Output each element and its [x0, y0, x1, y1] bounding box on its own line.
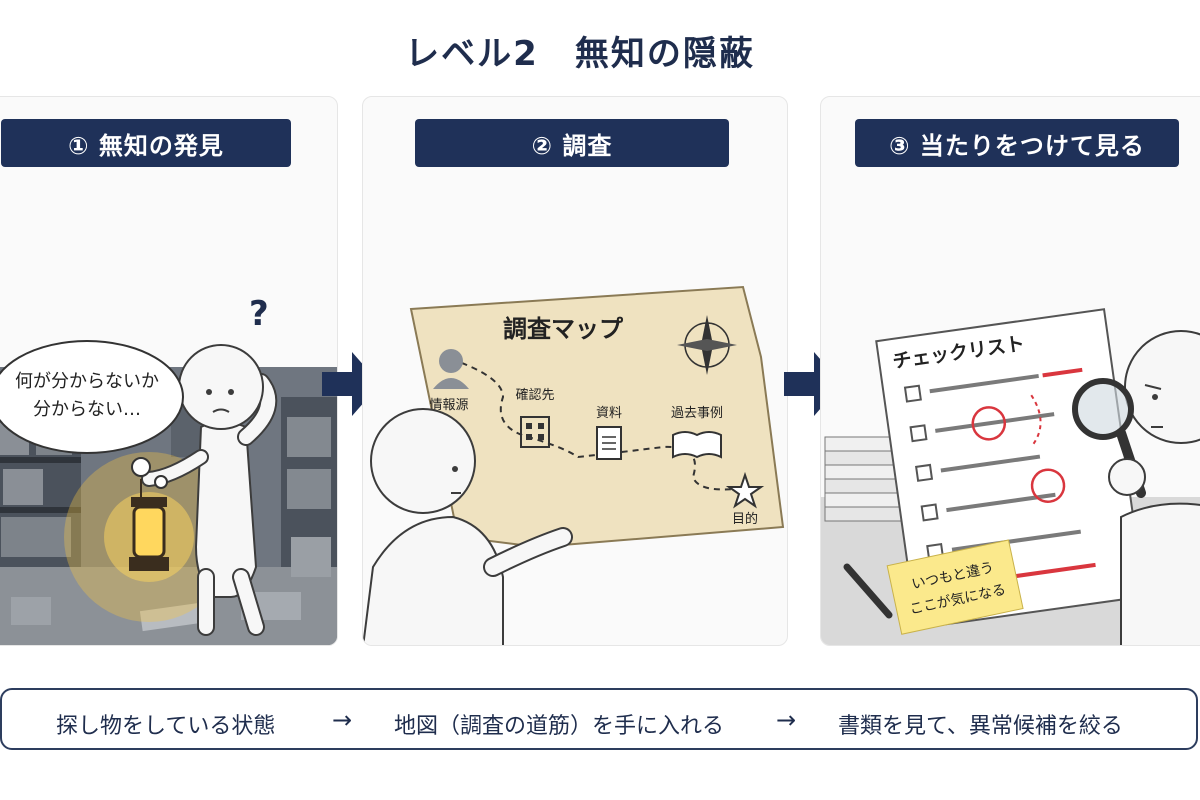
summary-item-searching: 探し物をしている状態 — [56, 714, 276, 739]
lantern-icon — [129, 479, 169, 571]
map-node-documents: 資料 — [596, 406, 622, 460]
summary-arrow-2: → — [776, 706, 797, 734]
investigation-map: 調査マップ 情報源 — [409, 285, 785, 549]
step-panel-targeting: チェックリスト いつもと違う ここが気 — [820, 96, 1200, 646]
sticky-note: いつもと違う ここが気になる — [886, 539, 1024, 635]
map-node-goal-label: 目的 — [732, 511, 758, 527]
pen-icon — [843, 563, 893, 619]
step-label-discovery: ① 無知の発見 — [1, 119, 291, 167]
map-node-past-cases-label: 過去事例 — [671, 406, 723, 421]
page-title: レベル2 無知の隠蔽 — [405, 34, 755, 74]
map-node-source: 情報源 — [429, 349, 469, 413]
step-panel-investigation: 調査マップ 情報源 — [362, 96, 788, 646]
map-node-confirm-label: 確認先 — [515, 387, 554, 403]
summary-item-map: 地図（調査の道筋）を手に入れる — [394, 714, 725, 739]
step-label-targeting: ③ 当たりをつけて見る — [855, 119, 1179, 167]
summary-bar: 探し物をしている状態 → 地図（調査の道筋）を手に入れる → 書類を見て、異常候… — [0, 688, 1198, 750]
magnifying-glass-icon — [1072, 378, 1146, 498]
thought-text-line2: 分からない… — [33, 399, 141, 420]
map-node-documents-label: 資料 — [596, 406, 622, 421]
targeting-illustration: チェックリスト いつもと違う ここが気 — [821, 308, 1200, 645]
map-title: 調査マップ — [503, 315, 624, 343]
checklist-document: チェックリスト — [875, 308, 1146, 630]
investigation-illustration: 調査マップ 情報源 — [363, 285, 785, 645]
investigating-figure — [363, 408, 573, 645]
step-label-investigation: ② 調査 — [415, 119, 729, 167]
inspecting-figure — [1120, 330, 1200, 645]
summary-item-narrow: 書類を見て、異常候補を絞る — [838, 714, 1123, 739]
discovery-illustration: 何が分からないか 分からない… ? — [0, 294, 337, 645]
question-mark-icon: ? — [249, 294, 269, 334]
map-node-goal: 目的 — [725, 471, 765, 527]
thought-text-line1: 何が分からないか — [15, 371, 159, 392]
confused-figure — [141, 344, 278, 636]
map-node-source-label: 情報源 — [429, 398, 468, 413]
compass-icon — [677, 315, 737, 375]
summary-arrow-1: → — [332, 706, 353, 734]
step-panel-discovery: 何が分からないか 分からない… ? ① 無知の発見 — [0, 96, 338, 646]
thought-bubble: 何が分からないか 分からない… — [0, 340, 184, 489]
map-node-confirm: 確認先 — [515, 387, 555, 448]
map-node-past-cases: 過去事例 — [671, 406, 723, 459]
